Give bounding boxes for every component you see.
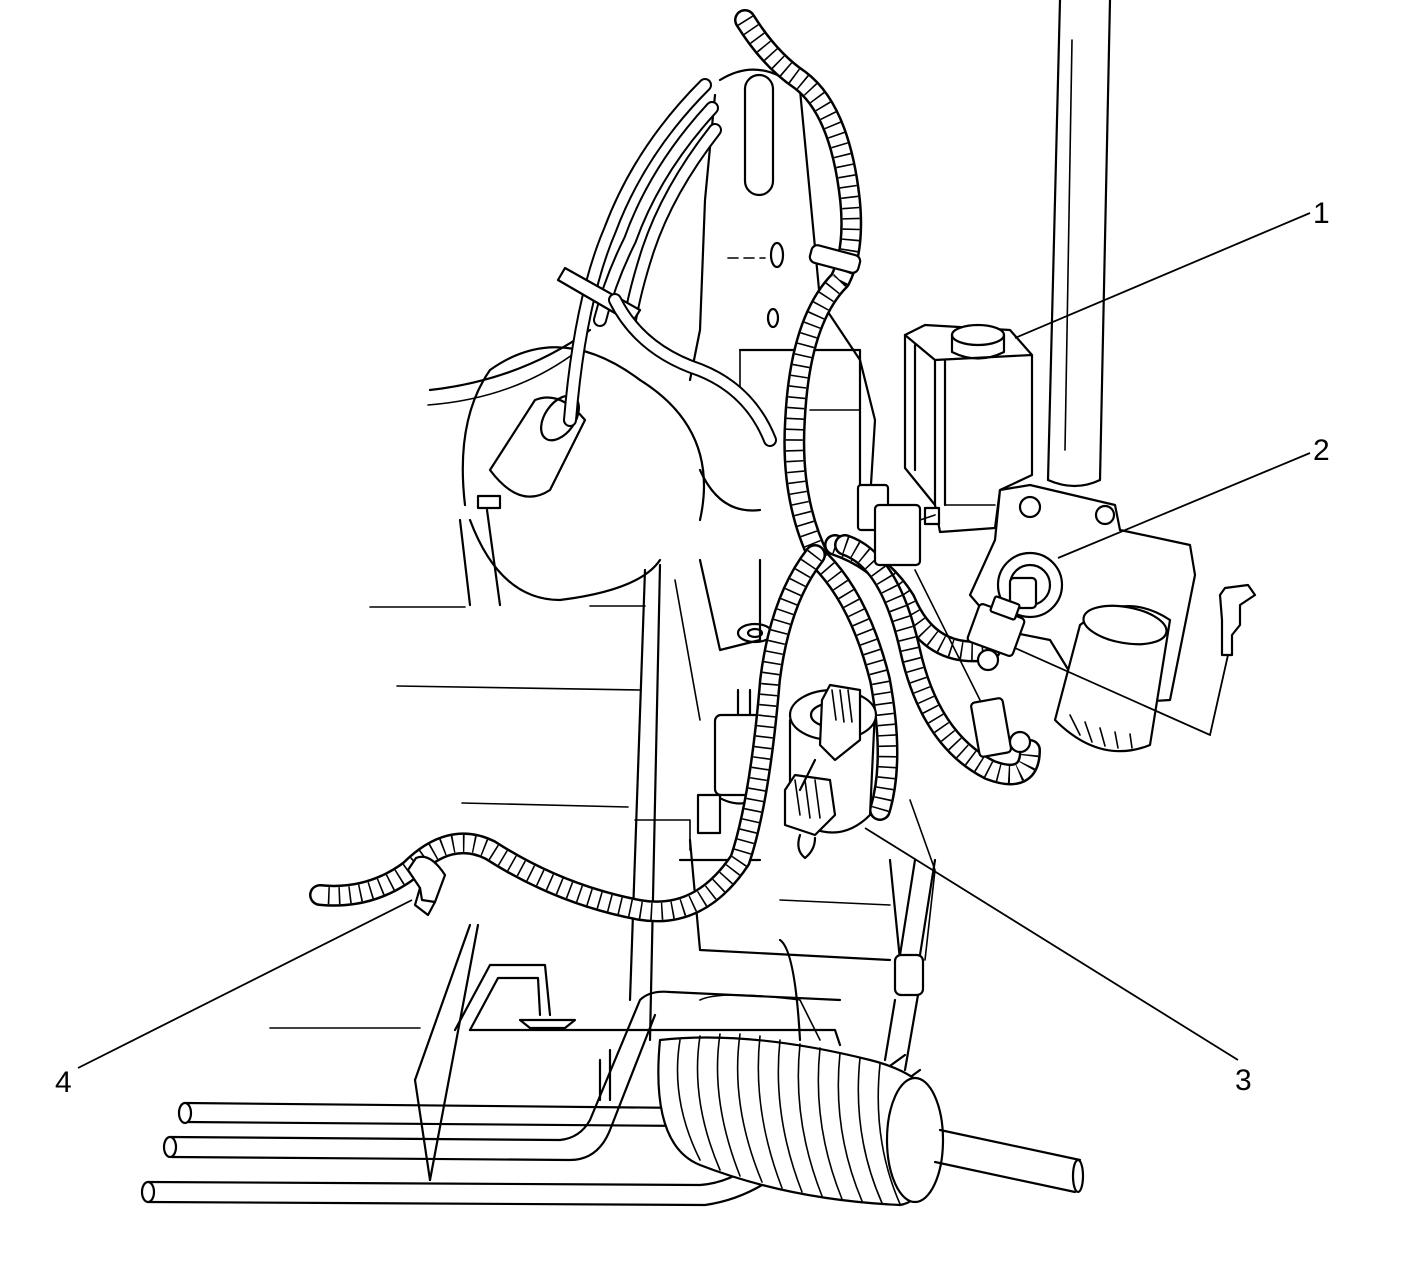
leader-2-bracket [1014,647,1229,737]
leader-4 [77,899,413,1069]
leader-2 [1057,452,1311,559]
component-1-module [903,323,1034,534]
connectors [856,483,1032,758]
callout-labels: 1 2 3 4 [55,197,1330,1099]
component-2-sensor [968,483,1257,753]
callout-1: 1 [1313,197,1330,230]
callout-4: 4 [55,1066,72,1099]
leader-1 [1014,212,1311,339]
component-4-clip [406,855,447,917]
callout-2: 2 [1313,434,1330,467]
lower-frame-tubes [140,858,1085,1207]
leader-3 [864,827,1239,1061]
callout-leaders [77,212,1311,1069]
component-3-actuator [783,683,878,860]
callout-3: 3 [1235,1064,1252,1097]
